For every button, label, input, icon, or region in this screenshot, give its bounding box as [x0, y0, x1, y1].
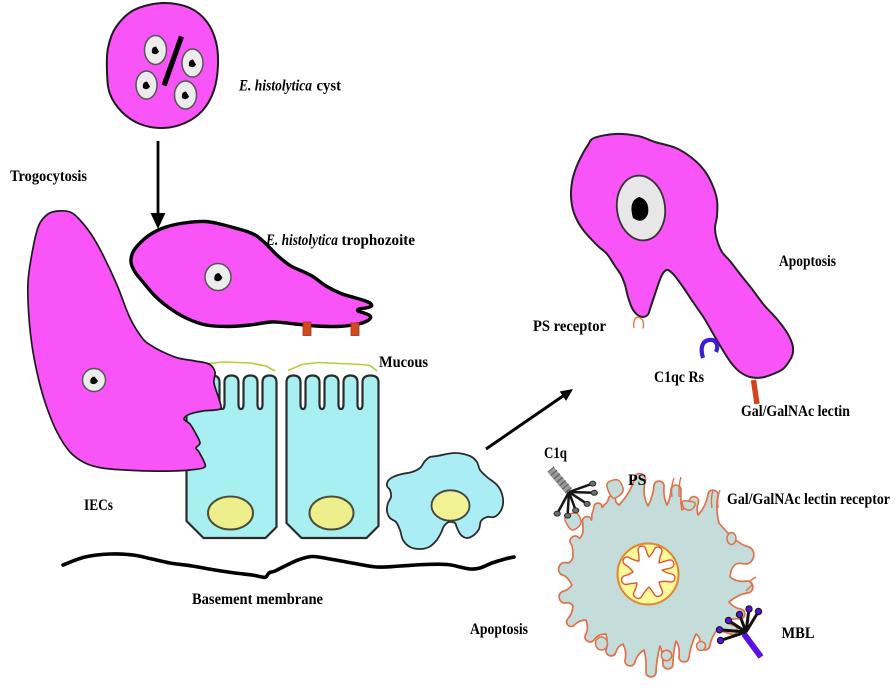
svg-text:Mucous: Mucous — [379, 354, 428, 371]
svg-text:trophozoite: trophozoite — [342, 232, 416, 249]
svg-text:Basement membrane: Basement membrane — [192, 591, 323, 608]
svg-text:C1q: C1q — [544, 445, 567, 462]
svg-text:E. histolytica: E. histolytica — [238, 78, 312, 95]
svg-text:Trogocytosis: Trogocytosis — [10, 168, 87, 185]
svg-text:Apoptosis: Apoptosis — [779, 253, 836, 270]
svg-text:Gal/GalNAc lectin: Gal/GalNAc lectin — [741, 403, 850, 420]
svg-text:Gal/GalNAc lectin receptor: Gal/GalNAc lectin receptor — [727, 491, 890, 508]
svg-text:PS: PS — [628, 472, 647, 489]
svg-text:MBL: MBL — [782, 625, 815, 642]
svg-text:IECs: IECs — [84, 497, 113, 514]
svg-text:Apoptosis: Apoptosis — [470, 621, 528, 638]
svg-text:C1qc Rs: C1qc Rs — [654, 369, 704, 386]
svg-text:PS receptor: PS receptor — [533, 318, 606, 335]
svg-text:cyst: cyst — [317, 78, 342, 95]
svg-text:E. histolytica: E. histolytica — [265, 232, 338, 249]
